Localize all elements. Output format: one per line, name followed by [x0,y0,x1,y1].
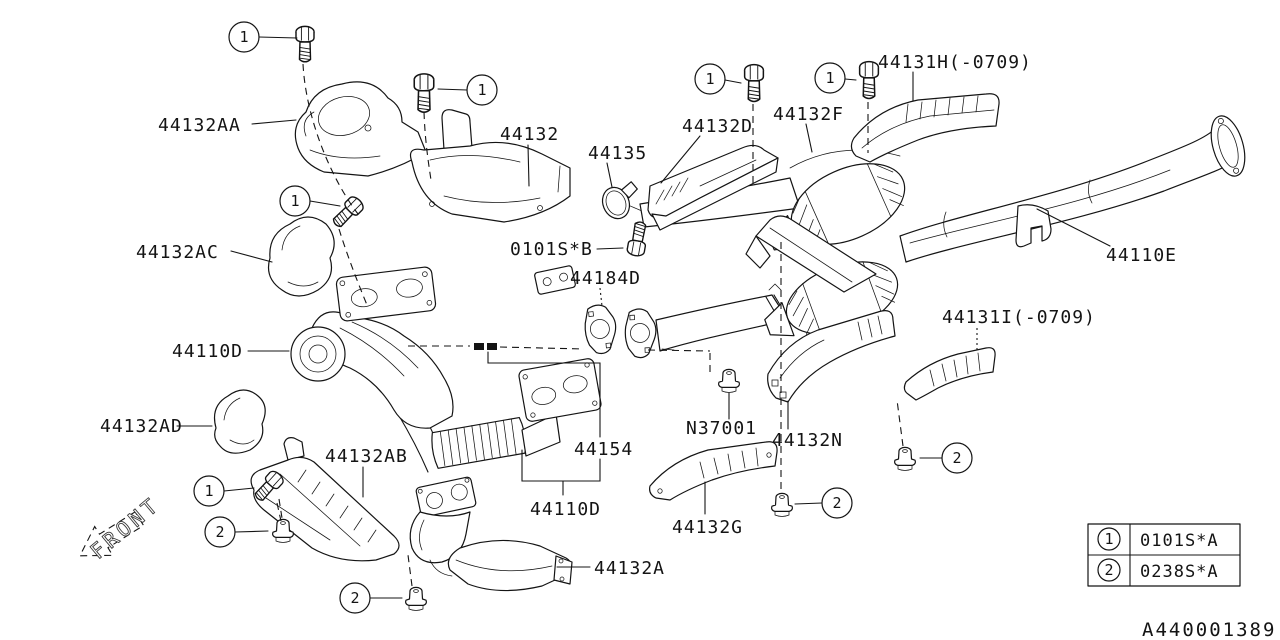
part-label-44132ad: 44132AD [100,416,183,437]
pipe-hanger-bracket [1015,204,1052,248]
leader-lines-solid [176,71,1111,568]
manifold-collector-flange [518,358,602,422]
part-label-44132n: 44132N [772,430,843,451]
part-label-44131i: 44131I(-0709) [942,307,1096,328]
marker-1-number: 1 [239,28,248,46]
heat-shield-44132aa-drawing [294,81,427,177]
heat-shield-44131h-drawing [850,93,1000,163]
bolt-icon [743,63,765,103]
heat-shield-44132n-drawing [767,310,896,403]
part-label-0101sb: 0101S*B [510,239,593,260]
marker-circle-2: 2 [204,516,236,548]
bolt-icon [295,25,315,63]
marker-circle-2: 2 [821,487,853,519]
legend-code-1: 0101S*A [1140,531,1219,551]
part-label-44110d-lower: 44110D [530,499,601,520]
manifold-small-flange [534,265,576,295]
part-label-44132ab: 44132AB [325,446,408,467]
clamp-44135-icon [601,181,641,220]
legend-table: 1 0101S*A 2 0238S*A [1087,523,1241,587]
part-label-44132d: 44132D [682,116,753,137]
marker-leaders [223,36,943,599]
heat-shield-44132-drawing [409,109,571,223]
part-label-44135: 44135 [588,143,647,164]
drawing-number: A440001389 [1142,619,1276,640]
heat-shield-44132a-drawing [447,539,573,592]
marker-2-number: 2 [350,589,359,607]
front-pipe-end-flange [1210,115,1246,177]
marker-1-number: 1 [825,69,834,87]
legend-code-2: 0238S*A [1140,562,1219,582]
bolt-icon [413,73,435,113]
leader-lines-dashed [276,63,978,587]
bolt-icon-0101sb [625,219,650,258]
front-direction-indicator: FRONT [79,492,165,564]
part-label-44110e: 44110E [1106,245,1177,266]
bracket-44110d-lower [487,351,601,496]
marker-1-number: 1 [290,192,299,210]
heat-shield-44132f-drawing [745,149,901,293]
flex-bellows [431,416,526,469]
nut-icon-n37001 [718,368,740,394]
marker-1-number: 1 [477,81,486,99]
marker-circle-1: 1 [228,21,260,53]
part-label-n37001: N37001 [686,418,757,439]
heat-shield-44132g-drawing [649,441,778,501]
heat-shield-44132ac-drawing [267,216,335,297]
part-label-44131h: 44131H(-0709) [878,52,1032,73]
manifold-top-flange [335,266,437,322]
nut-icon [894,446,916,472]
gasket-44184d-right [623,307,658,359]
legend-marker-2: 2 [1104,561,1113,579]
part-label-44132ac: 44132AC [136,242,219,263]
part-label-44132aa: 44132AA [158,115,241,136]
heat-shield-44132ad-drawing [213,389,266,454]
front-label: FRONT [86,492,165,564]
marker-circle-2: 2 [339,582,371,614]
bolt-icon [858,60,880,100]
part-label-44132g: 44132G [672,517,743,538]
marker-2-number: 2 [215,523,224,541]
part-label-44132: 44132 [500,124,559,145]
centerline [408,343,711,375]
nut-icon [405,586,427,612]
marker-2-number: 2 [952,449,961,467]
part-label-44132f: 44132F [773,104,844,125]
part-label-44154: 44154 [574,439,633,460]
exhaust-manifold-drawing [290,265,602,473]
marker-1-number: 1 [204,482,213,500]
marker-circle-1: 1 [814,62,846,94]
gasket-44184d-left [582,302,619,356]
marker-circle-1: 1 [466,74,498,106]
part-label-44132a: 44132A [594,558,665,579]
marker-1-number: 1 [705,70,714,88]
heat-shield-44131i-drawing [903,347,996,401]
front-pipe-44110e-drawing [899,115,1246,263]
heat-shield-44132ab-drawing [250,437,400,562]
heat-shield-44132d-drawing [647,144,779,231]
part-label-44184d: 44184D [570,268,641,289]
nut-icon [771,492,793,518]
marker-circle-1: 1 [694,63,726,95]
legend-marker-1: 1 [1104,530,1113,548]
front-arrow-icon [79,511,145,557]
marker-circle-1: 1 [279,185,311,217]
marker-circle-1: 1 [193,475,225,507]
marker-2-number: 2 [832,494,841,512]
marker-circle-2: 2 [941,442,973,474]
part-label-44110d-upper: 44110D [172,341,243,362]
lower-manifold-drawing [409,476,477,577]
